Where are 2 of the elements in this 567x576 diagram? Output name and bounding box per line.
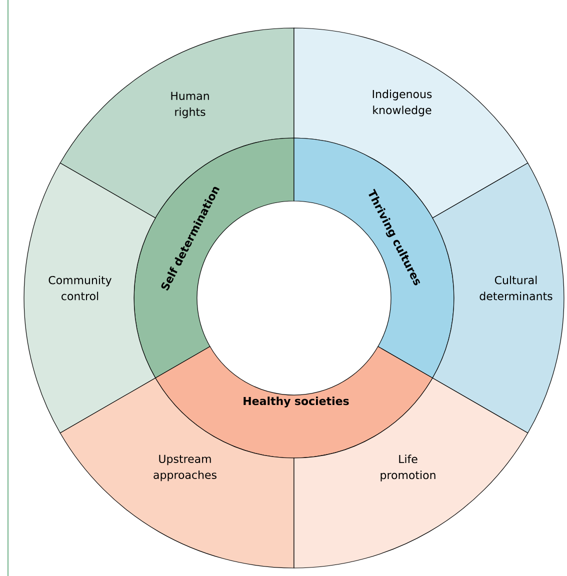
ring-segment: Cultural determinants (432, 162, 564, 434)
ring-segment: Community control (24, 162, 156, 434)
